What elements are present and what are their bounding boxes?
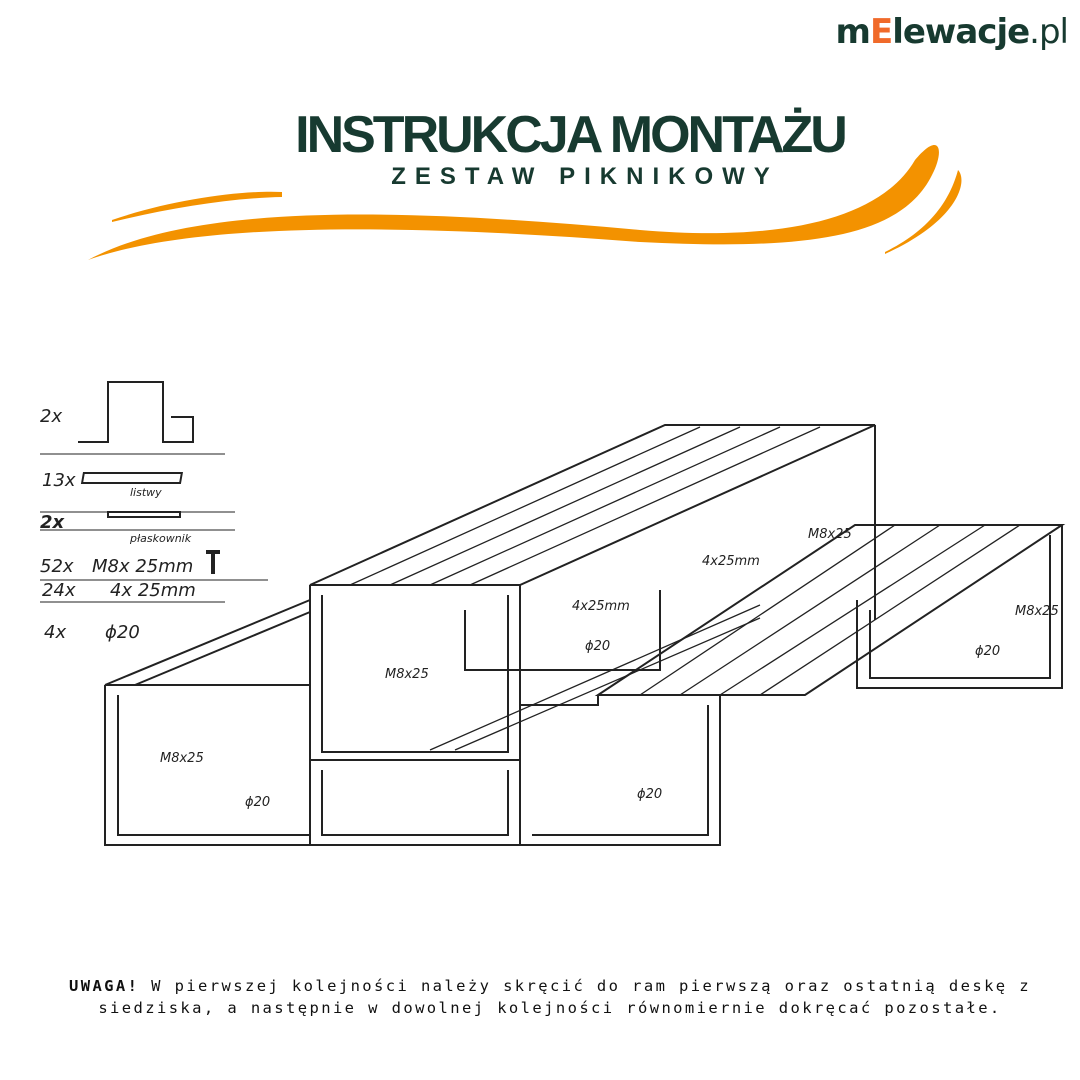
part-name: listwy [130, 486, 162, 499]
logo-suffix: .pl [1029, 12, 1069, 52]
warning-lead: UWAGA! [68, 977, 140, 995]
foot-label: ϕ20 [637, 787, 662, 802]
part-qty: 13x [42, 470, 76, 491]
warning-note: UWAGA! W pierwszej kolejności należy skr… [40, 975, 1060, 1019]
screw-label: 4x25mm [702, 554, 760, 569]
logo-highlight: E [869, 12, 893, 52]
part-name: płaskownik [129, 532, 192, 545]
page-title: INSTRUKCJA MONTAŻU [295, 106, 848, 164]
logo-prefix: m [835, 12, 871, 52]
bolt-label: M8x25 [160, 751, 204, 766]
logo-rest: lewacje [892, 12, 1030, 52]
assembly-drawing: 2x 13x listwy 2x płaskownik 52x M8x 25mm… [40, 381, 1066, 846]
table-drawing [309, 424, 876, 846]
part-qty: 2x [40, 406, 62, 427]
foot-label: ϕ20 [245, 795, 270, 810]
part-qty: 4x [44, 622, 66, 643]
page-subtitle: ZESTAW PIKNIKOWY [391, 163, 779, 190]
parts-list [40, 381, 268, 603]
bolt-label: M8x25 [808, 527, 852, 542]
warning-text: W pierwszej kolejności należy skręcić do… [98, 977, 1032, 1017]
part-name: 4x 25mm [110, 580, 196, 601]
part-qty: 24x [42, 580, 76, 601]
flatbar-part-icon [107, 511, 181, 518]
part-qty: 52x [40, 556, 74, 577]
right-bench-drawing [429, 524, 1066, 846]
bolt-icon [206, 550, 220, 574]
foot-label: ϕ20 [975, 644, 1000, 659]
foot-label: ϕ20 [585, 639, 610, 654]
slat-part-icon [80, 472, 184, 484]
part-qty: 2x [40, 512, 66, 533]
part-name: ϕ20 [105, 622, 140, 643]
bolt-label: M8x25 [385, 667, 429, 682]
part-name: M8x 25mm [92, 556, 193, 577]
screw-label: 4x25mm [572, 599, 630, 614]
bolt-label: M8x25 [1015, 604, 1059, 619]
orange-swoosh [88, 144, 962, 260]
frame-part-icon [78, 381, 194, 443]
left-bench-drawing [104, 599, 311, 846]
logo: mElewacje.pl [835, 12, 1069, 52]
